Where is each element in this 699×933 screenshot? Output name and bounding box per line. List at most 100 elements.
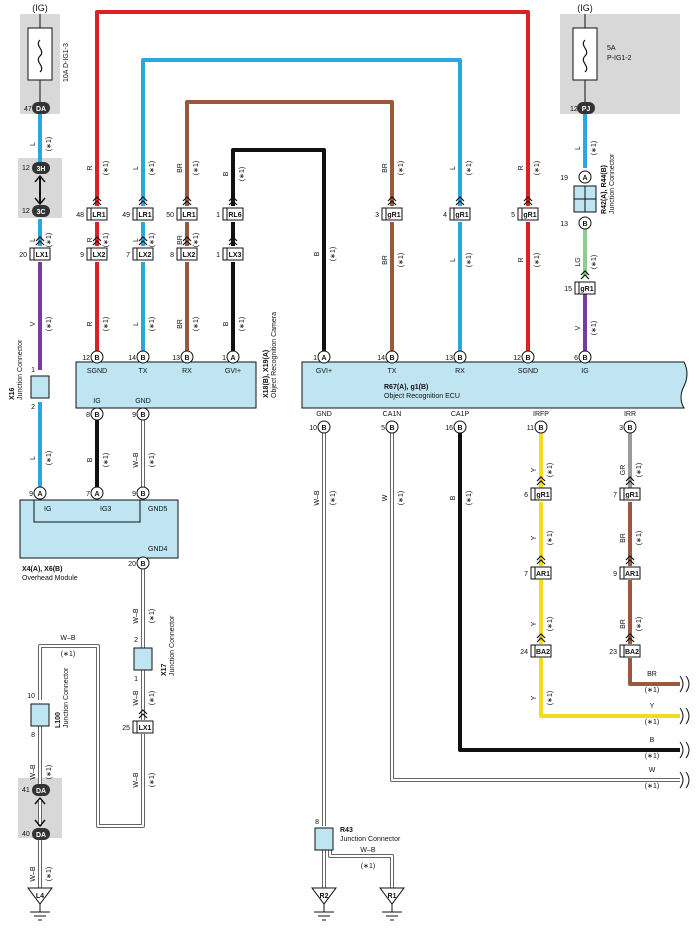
wire-color-code: W	[649, 767, 656, 774]
overhead-desc: Overhead Module	[22, 575, 78, 582]
wire-label: BR (∗1)	[382, 161, 405, 175]
svg-text:B: B	[140, 491, 145, 498]
wire-color-code: B	[650, 737, 655, 744]
wire-option-mark: (∗1)	[591, 141, 598, 155]
chevron-icon	[35, 236, 45, 246]
svg-text:CA1N: CA1N	[383, 411, 402, 418]
wire-color-code: B	[314, 251, 321, 256]
svg-text:1: 1	[222, 355, 226, 362]
wire-option-mark: (∗1)	[61, 651, 75, 658]
wire-option-mark: (∗1)	[636, 617, 643, 631]
svg-text:6: 6	[574, 355, 578, 362]
camera-name: X18(B), X19(A)	[263, 350, 270, 398]
wire-label-layer: L(∗1)L(∗1)V(∗1)L(∗1)R(∗1)L(∗1)BR(∗1)B(∗1…	[30, 137, 659, 882]
wire-option-mark: (∗1)	[103, 233, 110, 247]
connector-pin: 49	[122, 212, 130, 219]
svg-text:L4: L4	[36, 893, 44, 900]
svg-text:B: B	[457, 425, 462, 432]
connector-name: LX3	[229, 252, 242, 259]
wire-option-mark: (∗1)	[591, 321, 598, 335]
wire-color-code: BR	[382, 163, 389, 173]
svg-text:8: 8	[315, 819, 319, 826]
wire-option-mark: (∗1)	[547, 617, 554, 631]
svg-text:B: B	[389, 355, 394, 362]
camera-pin-gvi: 1 A GVI+	[222, 350, 241, 375]
connector-pin: 25	[122, 725, 130, 732]
svg-text:PJ: PJ	[582, 106, 591, 113]
connector-name: LX1	[139, 725, 152, 732]
fuse-right-ig: (IG)	[577, 3, 593, 13]
junction-r42-r44: 19 A 13 B R42(A), R44(B) Junction Connec…	[560, 153, 616, 230]
wire-color-code: GR	[620, 465, 627, 476]
wire-label: L(∗1)	[133, 233, 156, 247]
chevron-icon	[228, 236, 238, 246]
wire-color-code: Y	[531, 467, 538, 472]
overhead-inner	[33, 499, 141, 523]
svg-text:R42(A), R44(B): R42(A), R44(B)	[601, 165, 608, 214]
connector-pin: 48	[76, 212, 84, 219]
wire-option-mark: (∗1)	[149, 773, 156, 787]
svg-text:9: 9	[132, 412, 136, 419]
pin-3c: 12 3C	[22, 205, 50, 217]
svg-text:1: 1	[134, 676, 138, 683]
wire-label: L(∗1)	[30, 451, 53, 465]
svg-text:RX: RX	[182, 368, 192, 375]
ecu-pin-gnd: GND 10 B	[309, 411, 332, 434]
ground-r2: R2	[311, 887, 337, 921]
wire-color-code: L	[575, 146, 582, 150]
svg-text:B: B	[389, 425, 394, 432]
wire-option-mark: (∗1)	[149, 317, 156, 331]
svg-text:10: 10	[27, 693, 35, 700]
svg-text:B: B	[582, 355, 587, 362]
wire-color-code: BR	[620, 533, 627, 543]
connector-name: gR1	[536, 492, 549, 499]
connector-name: LX2	[183, 252, 196, 259]
chevron-icon	[182, 196, 192, 206]
wire-label: W–B(∗1)	[133, 772, 156, 788]
connector-pin: 7	[524, 571, 528, 578]
svg-text:1: 1	[313, 355, 317, 362]
fuse-left-box	[27, 27, 53, 81]
ground-l4: L4	[27, 887, 53, 921]
svg-text:GND: GND	[135, 398, 151, 405]
wire-option-mark: (∗1)	[149, 691, 156, 705]
wire-color-code: L	[30, 456, 37, 460]
ecu-pin-ig: 6 B IG	[574, 350, 592, 375]
svg-text:3C: 3C	[37, 209, 46, 216]
wire-color-code: L	[133, 322, 140, 326]
wire-label: BR(∗1)	[620, 531, 643, 545]
wire-option-mark: (∗1)	[103, 453, 110, 467]
wire-option-mark: (∗1)	[103, 161, 110, 175]
svg-text:12: 12	[513, 355, 521, 362]
svg-text:IRFP: IRFP	[533, 411, 549, 418]
svg-text:SGND: SGND	[518, 368, 538, 375]
fuse-icon	[582, 39, 588, 73]
wire-color-code: L	[30, 142, 37, 146]
wire-color-code: B	[87, 457, 94, 462]
svg-text:12: 12	[82, 355, 90, 362]
wire-label: L(∗1)	[30, 233, 53, 247]
svg-text:RX: RX	[455, 368, 465, 375]
wire-option-mark: (∗1)	[398, 161, 405, 175]
chevron-icon	[523, 196, 533, 206]
wire-label: Y(∗1)	[645, 703, 659, 726]
wire-label: R(∗1)	[87, 161, 110, 175]
svg-text:B: B	[94, 355, 99, 362]
ecu-pin-irfp: IRFP 11 B	[527, 411, 549, 434]
fuse-right-box	[572, 27, 598, 81]
wire-label: V(∗1)	[30, 317, 53, 331]
wire-option-mark: (∗1)	[547, 691, 554, 705]
wire-label: W–B(∗1)	[133, 608, 156, 624]
chevron-icon	[387, 196, 397, 206]
fuse-left-ig: (IG)	[32, 3, 48, 13]
svg-text:40: 40	[22, 831, 30, 838]
wire-option-mark: (∗1)	[149, 233, 156, 247]
pin-da-41: 41 DA	[22, 784, 50, 796]
svg-text:B: B	[525, 355, 530, 362]
svg-text:B: B	[140, 412, 145, 419]
connector-name: LR1	[92, 212, 105, 219]
overhead-ig-label: IG	[44, 506, 51, 513]
